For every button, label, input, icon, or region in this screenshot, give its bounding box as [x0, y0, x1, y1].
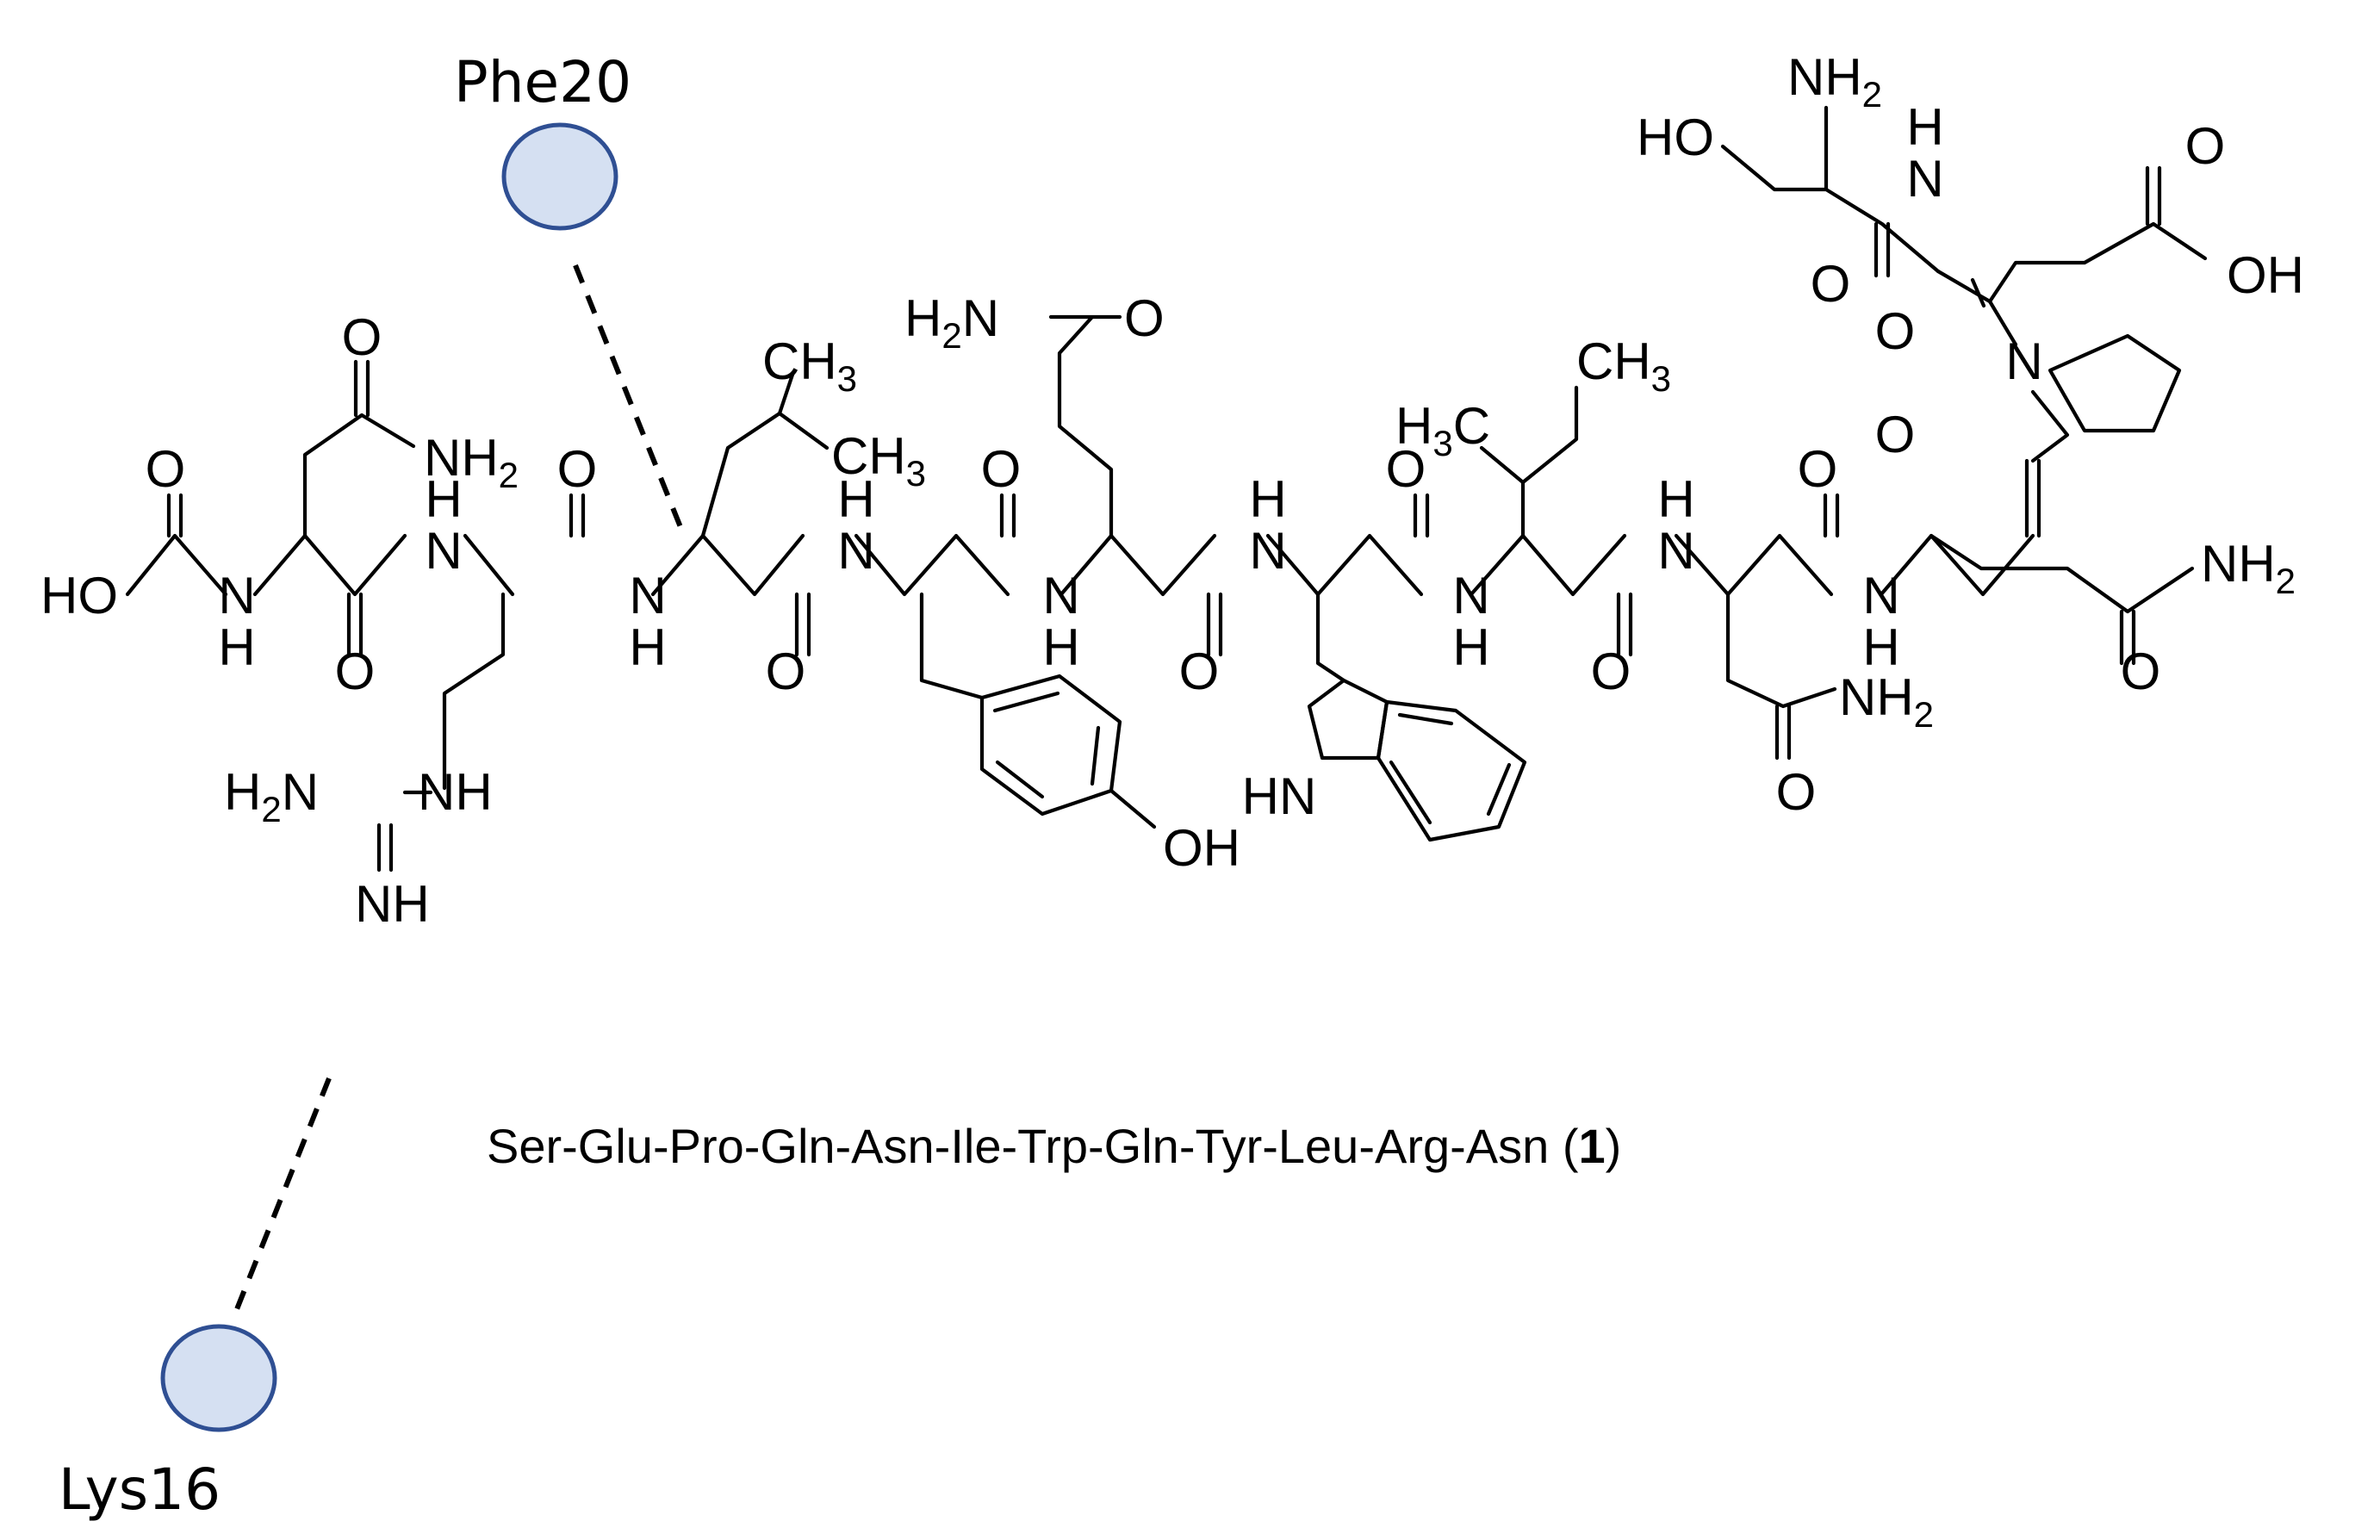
trp-ring-inner [1389, 712, 1512, 825]
atom-h: H [837, 470, 874, 528]
phe20-marker: Phe20 [454, 49, 683, 529]
atom-n: N [1249, 522, 1286, 580]
atom-nh2: NH2 [1787, 48, 1882, 115]
trp-side-chain [1315, 592, 1346, 683]
atom-h: H [1249, 470, 1286, 528]
atom-n: N [218, 567, 255, 624]
atom-n: N [837, 522, 874, 580]
atom-ch3: CH3 [762, 332, 857, 399]
atom-o: O [1591, 643, 1631, 700]
atom-h3c: H3C [1395, 397, 1490, 463]
tyr-oh-bond [1109, 788, 1157, 829]
atom-h: H [1862, 618, 1899, 676]
bond-skeleton [125, 105, 2208, 872]
atom-o: O [1124, 289, 1165, 347]
atom-ho: HO [1637, 109, 1714, 166]
atom-o: O [766, 643, 806, 700]
atom-o: O [342, 308, 382, 366]
lys16-marker: Lys16 [59, 1077, 332, 1523]
atom-h: H [629, 618, 666, 676]
atom-h: H [425, 470, 462, 528]
guanidine-h2n-group: H2N [224, 763, 319, 829]
atom-o: O [1875, 406, 1916, 463]
lys16-label: Lys16 [59, 1456, 221, 1523]
sequence-text: Ser-Glu-Pro-Gln-Asn-Ile-Trp-Gln-Tyr-Leu-… [487, 1119, 1549, 1173]
atom-o: O [2121, 643, 2161, 700]
atom-n: N [2005, 332, 2042, 390]
pro-link [2030, 389, 2070, 463]
ser-backbone [1720, 105, 1941, 278]
trp-pyrrole [1307, 678, 1389, 761]
atom-o: O [1798, 440, 1838, 498]
atom-o: O [335, 643, 376, 700]
atom-o: O [1875, 302, 1916, 360]
atom-nh: NH [418, 763, 493, 821]
atom-h2n: H2N [224, 763, 319, 829]
trp-benzene [1376, 699, 1527, 842]
atom-nh: NH [355, 875, 430, 933]
pro-ring [2048, 333, 2182, 433]
atom-n: N [1042, 567, 1079, 624]
carbonyl-bonds [166, 458, 2041, 657]
atom-n: N [629, 567, 666, 624]
atom-h2n: H2N [904, 289, 999, 356]
atom-o: O [1811, 255, 1851, 313]
lys16-bead [160, 1324, 277, 1432]
amide-nh2-group: NH2 [424, 429, 519, 495]
atom-h: H [1042, 618, 1079, 676]
gln-side-chain-2 [1929, 533, 2195, 666]
glu-backbone [1936, 165, 2208, 347]
arg-side-chain [376, 592, 506, 872]
atom-h: H [218, 618, 255, 676]
atom-labels: O HO N H O NH2 O H N H2N NH NH O N H CH3… [40, 48, 2304, 933]
atom-o: O [2185, 117, 2226, 175]
atom-oh: OH [2227, 246, 2304, 304]
atom-n: N [1906, 150, 1943, 208]
tyr-ring-inner [992, 691, 1101, 799]
atom-o: O [981, 440, 1022, 498]
atom-oh: OH [1163, 819, 1240, 877]
compound-number: 1 [1578, 1119, 1605, 1173]
leu-side-chain [700, 372, 830, 538]
atom-ch3: CH3 [1576, 332, 1671, 399]
atom-nh2: NH2 [1839, 668, 1934, 735]
atom-n: N [1862, 567, 1899, 624]
gln-h2n-group: H2N [904, 289, 999, 356]
atom-nh2: NH2 [424, 429, 519, 495]
atom-o: O [1179, 643, 1220, 700]
atom-o: O [146, 440, 186, 498]
backbone-bonds [125, 533, 2035, 597]
atom-o: O [557, 440, 598, 498]
atom-h: H [1657, 470, 1694, 528]
atom-ho: HO [40, 567, 118, 624]
atom-n: N [1452, 567, 1489, 624]
gln-side-chain-1 [1048, 314, 1122, 538]
atom-n: N [425, 522, 462, 580]
atom-h: H [1906, 98, 1943, 156]
atom-h: H [1452, 618, 1489, 676]
ile-side-chain [1479, 385, 1579, 538]
asn-c-term-side-chain [302, 359, 416, 538]
lys16-contact-line [234, 1077, 332, 1311]
ile-h3c-group: H3C [1395, 397, 1490, 463]
atom-o: O [1386, 440, 1426, 498]
atom-hn: HN [1242, 767, 1317, 825]
phe20-label: Phe20 [454, 49, 631, 115]
atom-n: N [1657, 522, 1694, 580]
tyr-side-chain [919, 592, 985, 700]
asn-side-chain [1725, 592, 1837, 761]
atom-nh2: NH2 [2201, 535, 2296, 601]
phe20-contact-line [573, 264, 683, 529]
atom-ch3: CH3 [831, 427, 926, 494]
sequence-caption: Ser-Glu-Pro-Gln-Asn-Ile-Trp-Gln-Tyr-Leu-… [487, 1119, 1621, 1173]
phe20-bead [501, 122, 618, 231]
atom-o: O [1776, 763, 1817, 821]
